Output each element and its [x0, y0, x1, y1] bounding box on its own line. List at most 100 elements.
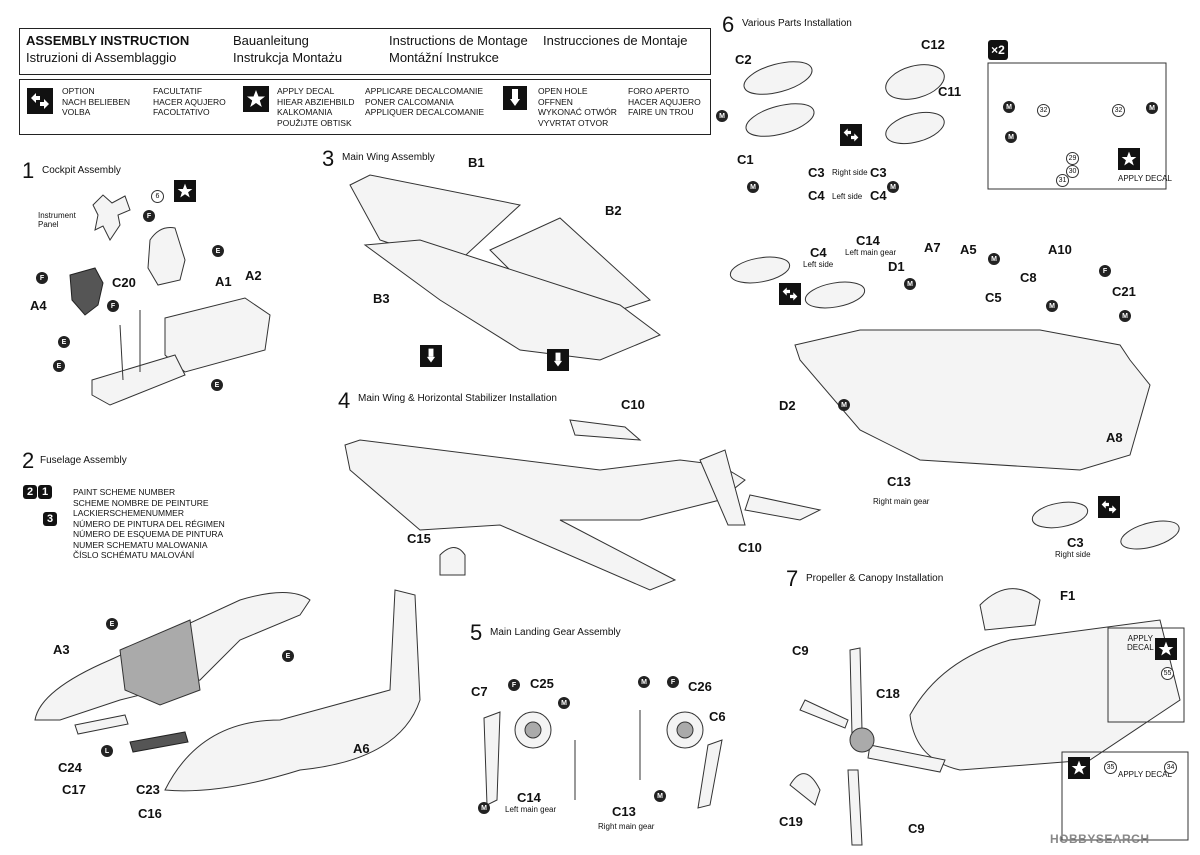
marker-m: M — [838, 399, 850, 411]
part-label: A1 — [215, 274, 232, 289]
part-label: A5 — [960, 242, 977, 257]
marker-m: M — [478, 802, 490, 814]
marker-m: M — [638, 676, 650, 688]
paint-badge: 2 — [23, 485, 37, 499]
marker-f: F — [508, 679, 520, 691]
marker-f: F — [36, 272, 48, 284]
part-label: C5 — [985, 290, 1002, 305]
part-label: C6 — [709, 709, 726, 724]
step7-title: Propeller & Canopy Installation — [806, 573, 944, 584]
step5-number: 5 — [470, 620, 483, 645]
marker-e: E — [106, 618, 118, 630]
marker-m: M — [1146, 102, 1158, 114]
header-box — [19, 28, 711, 75]
option-arrows-icon — [840, 124, 862, 146]
decal-number: 6 — [151, 190, 164, 203]
part-label: C10 — [621, 397, 645, 412]
part-label: C8 — [1020, 270, 1037, 285]
apply-decal-label: APPLY DECAL — [1118, 770, 1172, 779]
part-label: C3 — [870, 165, 887, 180]
part-label: C13 — [887, 474, 911, 489]
left-side-label: Left side — [832, 192, 863, 201]
decal-number: 55 — [1161, 667, 1174, 680]
step5-title: Main Landing Gear Assembly — [490, 627, 621, 638]
step6-title: Various Parts Installation — [742, 18, 852, 29]
part-label: C7 — [471, 684, 488, 699]
marker-l: L — [101, 745, 113, 757]
marker-f: F — [1099, 265, 1111, 277]
marker-e: E — [53, 360, 65, 372]
marker-m: M — [747, 181, 759, 193]
propeller-canopy-drawing — [789, 588, 1189, 846]
marker-m: M — [1005, 131, 1017, 143]
step6-number: 6 — [722, 12, 735, 37]
landing-gear-drawing — [483, 710, 723, 809]
paint-scheme-text: PAINT SCHEME NUMBER SCHEME NOMBRE DE PEI… — [73, 487, 225, 560]
star-decal-icon — [174, 180, 196, 202]
part-label: C23 — [136, 782, 160, 797]
decal-number: 35 — [1104, 761, 1117, 774]
step2-title: Fuselage Assembly — [40, 455, 127, 466]
part-label: C4 — [808, 188, 825, 203]
step4-title: Main Wing & Horizontal Stabilizer Instal… — [358, 393, 557, 404]
part-label: C14 — [856, 233, 880, 248]
marker-m: M — [1046, 300, 1058, 312]
decal-number: 34 — [1164, 761, 1177, 774]
part-label: C9 — [792, 643, 809, 658]
open-hole-icon — [420, 345, 442, 367]
part-label: C1 — [737, 152, 754, 167]
right-side-label: Right side — [832, 168, 868, 177]
step1-title: Cockpit Assembly — [42, 165, 121, 176]
part-label: C4 — [810, 245, 827, 260]
wing-stab-drawing — [344, 419, 822, 591]
part-label: C25 — [530, 676, 554, 691]
part-label: B3 — [373, 291, 390, 306]
part-label: D2 — [779, 398, 796, 413]
marker-m: M — [887, 181, 899, 193]
part-label: C24 — [58, 760, 82, 775]
marker-f: F — [143, 210, 155, 222]
part-label: C12 — [921, 37, 945, 52]
marker-e: E — [212, 245, 224, 257]
legend-decal: APPLY DECAL HIEAR ABZIEHBILD KALKOMANIA … — [277, 86, 355, 128]
legend-decal2: APPLICARE DECALCOMANIE PONER CALCOMANIA … — [365, 86, 485, 117]
left-main-gear-label: Left main gear — [505, 805, 557, 814]
part-label: C9 — [908, 821, 925, 836]
right-side-label: Right side — [1055, 550, 1091, 559]
paint-scheme-badges: 2 1 — [23, 485, 52, 499]
decal-number: 32 — [1037, 104, 1050, 117]
part-label: C21 — [1112, 284, 1136, 299]
title-pl: Instrukcja Montażu — [233, 50, 343, 65]
legend-hole: OPEN HOLE OFFNEN WYKONAĆ OTWÓR VYVRTAT O… — [538, 86, 617, 128]
marker-m: M — [558, 697, 570, 709]
marker-m: M — [654, 790, 666, 802]
right-main-gear-label: Right main gear — [873, 497, 930, 506]
marker-e: E — [282, 650, 294, 662]
option-arrows-icon — [1098, 496, 1120, 518]
part-label: A3 — [53, 642, 70, 657]
apply-decal-label: APPLY DECAL — [1118, 174, 1172, 183]
paint-badge: 3 — [43, 512, 57, 526]
part-label: A4 — [30, 298, 47, 313]
decal-number: 29 — [1066, 152, 1079, 165]
main-wing-drawing — [349, 174, 661, 361]
part-label: C19 — [779, 814, 803, 829]
marker-m: M — [904, 278, 916, 290]
marker-m: M — [1119, 310, 1131, 322]
open-hole-icon — [503, 86, 527, 110]
part-label: A8 — [1106, 430, 1123, 445]
title-es: Instrucciones de Montaje — [543, 33, 688, 48]
instrument-panel-label: Instrument Panel — [38, 211, 76, 229]
part-label: D1 — [888, 259, 905, 274]
part-label: C26 — [688, 679, 712, 694]
title-de: Bauanleitung — [233, 33, 309, 48]
left-side-label: Left side — [803, 260, 834, 269]
star-decal-icon — [1068, 757, 1090, 779]
part-label: A2 — [245, 268, 262, 283]
left-main-gear-label: Left main gear — [845, 248, 897, 257]
title-fr: Instructions de Montage — [389, 33, 528, 48]
option-arrows-icon — [27, 88, 53, 114]
marker-e: E — [58, 336, 70, 348]
part-label: C4 — [870, 188, 887, 203]
